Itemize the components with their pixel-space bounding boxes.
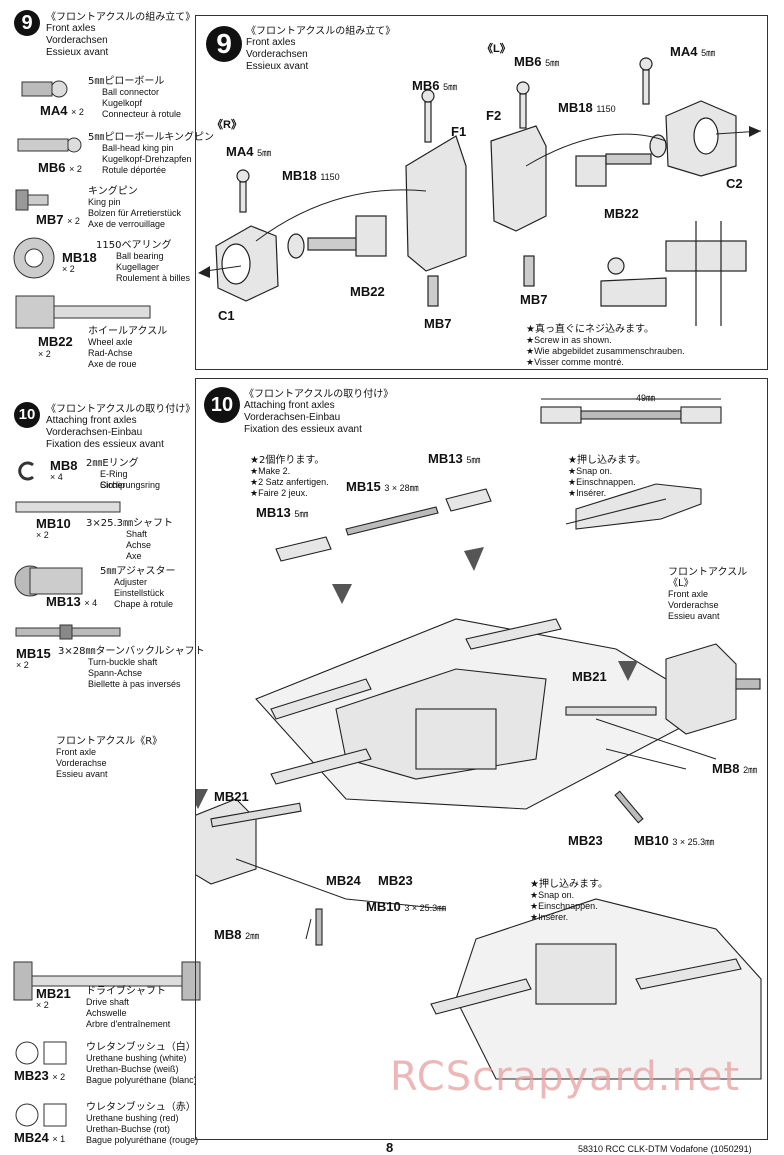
note-make-2: ★2個作ります。 ★Make 2. ★2 Satz anfertigen. ★F… [250,455,329,498]
part-mb6-icon [14,130,84,160]
part-mb18-qty: × 2 [62,264,75,274]
label-c2: C2 [726,176,743,191]
label-mb8-l: MB8 2㎜ [712,761,758,776]
part-mb10-qty: × 2 [36,530,49,540]
watermark-text: RCScrapyard.net [390,1054,741,1100]
part-mb13-code: MB13 × 4 [46,594,98,609]
label-c1: C1 [218,308,235,323]
part-mb6-code: MB6 × 2 [38,160,82,175]
label-mb13-a: MB13 5㎜ [428,451,481,466]
part-mb22-icon [14,292,154,332]
step-9-badge-small: 9 [14,10,40,36]
label-ma4-r: MA4 5㎜ [226,144,272,159]
part-mb7-code: MB7 × 2 [36,212,80,227]
dimension-49mm: 49㎜ [636,393,656,403]
part-mb24-code: MB24 × 1 [14,1130,66,1145]
label-l: 《L》 [482,43,511,55]
label-mb10-l: MB10 3 × 25.3㎜ [634,833,715,848]
part-mb21-qty: × 2 [36,1000,49,1010]
step-9-title-jp: 《フロントアクスルの組み立て》 [46,12,196,23]
label-mb7-r: MB7 [424,316,452,331]
label-mb21-r: MB21 [214,789,249,804]
part-mb23-desc: ウレタンブッシュ（白） Urethane bushing (white)Uret… [86,1042,197,1085]
part-mb15-qty: × 2 [16,660,29,670]
part-mb13-icon [14,564,86,598]
note-snap-on-top: ★押し込みます。 ★Snap on. ★Einschnappen. ★Insér… [568,455,646,498]
label-f2: F2 [486,108,502,123]
step-9-panel: 9 《フロントアクスルの組み立て》 Front axles Vorderachs… [195,15,768,370]
page-number: 8 [386,1140,394,1155]
label-mb10-r: MB10 3 × 25.3㎜ [366,899,447,914]
part-mb8-code: MB8 [50,458,78,473]
step-10-diagram [196,398,762,1080]
step-9-title-en: Front axles [46,23,96,34]
part-mb7-icon [14,186,54,214]
label-mb23-l: MB23 [568,833,603,848]
label-mb18-r: MB18 1150 [282,168,340,183]
step-9-side-title: 《フロントアクスルの組み立て》 Front axles Vorderachsen… [46,8,195,59]
label-front-axle-r: フロントアクスル《R》 Front axle Vorderachse Essie… [56,736,163,779]
part-mb21-code: MB21 [36,986,71,1001]
label-front-axle-l: フロントアクスル《L》 Front axle Vorderachse Essie… [668,567,748,621]
label-mb18-l: MB18 1150 [558,100,616,115]
part-mb18-icon [12,236,56,280]
part-mb23-code: MB23 × 2 [14,1068,66,1083]
label-mb6-l: MB6 5㎜ [514,54,560,69]
label-f1: F1 [451,124,467,139]
label-ma4-l: MA4 5㎜ [670,44,716,59]
label-mb7-l: MB7 [520,292,548,307]
step-9-diagram [198,57,762,326]
footer-model: 58310 RCC CLK-DTM Vodafone (1050291) [578,1144,752,1154]
step-9-title-fr: Essieux avant [46,47,109,58]
part-ma4-icon [14,74,74,104]
part-mb22-qty: × 2 [38,349,51,359]
label-mb8-r: MB8 2㎜ [214,927,260,942]
label-mb13-b: MB13 5㎜ [256,505,309,520]
part-mb24-icon [14,1102,70,1128]
label-mb22-r: MB22 [350,284,385,299]
part-ma4-code: MA4 × 2 [40,103,84,118]
step-9-title-de: Vorderachsen [46,35,108,46]
label-mb23-r: MB23 [378,873,413,888]
label-mb15: MB15 3 × 28㎜ [346,479,419,494]
part-mb8-qty: × 4 [50,472,63,482]
step-10-panel: 10 《フロントアクスルの取り付け》 Attaching front axles… [195,378,768,1140]
label-mb24: MB24 [326,873,361,888]
note-screw: ★真っ直ぐにネジ込みます。 ★Screw in as shown. ★Wie a… [526,324,685,367]
part-mb23-icon [14,1040,70,1066]
part-mb10-code: MB10 [36,516,71,531]
part-mb15-icon [14,624,124,640]
part-mb18-code: MB18 [62,250,97,265]
step-10-panel-title: 《フロントアクスルの取り付け》 Attaching front axles Vo… [244,389,394,435]
step-9-panel-title: 《フロントアクスルの組み立て》 Front axles Vorderachsen… [246,26,396,72]
part-mb24-desc: ウレタンブッシュ（赤） Urethane bushing (red)Uretha… [86,1102,199,1145]
step-9-badge: 9 [206,26,242,62]
label-r: 《R》 [212,119,242,131]
part-mb10-icon [14,500,124,514]
step-10-badge: 10 [204,387,240,423]
step-10-side-title: 《フロントアクスルの取り付け》 Attaching front axles Vo… [46,404,196,450]
part-mb22-code: MB22 [38,334,73,349]
step-10-badge-small: 10 [14,402,40,428]
part-mb15-code: MB15 [16,646,51,661]
note-snap-on-bottom: ★押し込みます。 ★Snap on. ★Einschnappen. ★Insér… [530,879,608,922]
label-mb22-l: MB22 [604,206,639,221]
part-mb8-icon [16,460,38,482]
label-mb21-l: MB21 [572,669,607,684]
part-mb8-fr: Circlip [100,480,126,490]
label-mb6-r: MB6 5㎜ [412,78,458,93]
